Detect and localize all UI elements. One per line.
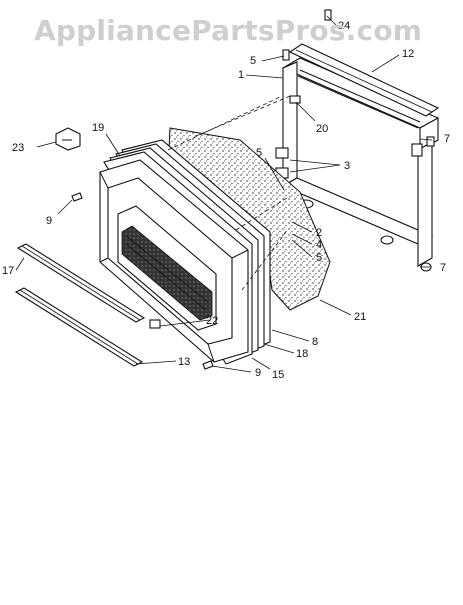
callout-12: 12 (402, 48, 414, 60)
callout-24: 24 (338, 20, 350, 32)
leader-lines (15, 15, 433, 373)
callout-5-top: 5 (250, 55, 256, 67)
callout-1: 1 (238, 69, 244, 81)
callout-2: 2 (316, 227, 322, 239)
callout-4: 4 (316, 239, 322, 251)
callout-15: 15 (272, 369, 284, 381)
callout-5-mid: 5 (256, 147, 262, 159)
alignment-lines (167, 95, 291, 291)
small-parts (55, 127, 214, 370)
door-frame-assembly (281, 57, 440, 267)
top-trim-strip (288, 43, 440, 117)
callout-23: 23 (12, 142, 24, 154)
callout-19: 19 (92, 122, 104, 134)
callout-8: 8 (312, 336, 318, 348)
callout-21: 21 (354, 311, 366, 323)
callout-7-top: 7 (444, 133, 450, 145)
callout-labels: 1 2 3 4 5 5 5 7 7 8 9 9 12 13 15 17 18 1… (2, 20, 450, 381)
callout-18: 18 (296, 348, 308, 360)
handle-trim (14, 243, 146, 367)
callout-9-upper: 9 (46, 215, 52, 227)
callout-17: 17 (2, 265, 14, 277)
callout-9-lower: 9 (255, 367, 261, 379)
callout-20: 20 (316, 123, 328, 135)
callout-7-low: 7 (440, 262, 446, 274)
door-liner (99, 159, 249, 363)
watermark: AppliancePartsPros.com (34, 14, 423, 47)
callout-22: 22 (206, 315, 218, 327)
callout-3: 3 (344, 160, 350, 172)
callout-13: 13 (178, 356, 190, 368)
callout-5-low: 5 (316, 252, 322, 264)
